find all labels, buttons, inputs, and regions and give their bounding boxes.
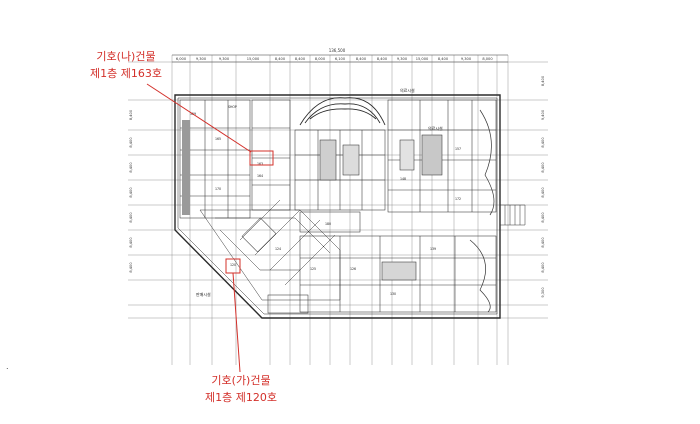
callout-building-ga: 기호(가)건물 제1층 제120호 <box>198 372 284 406</box>
callout-unit-label: 제1층 제120호 <box>205 391 277 404</box>
west-wing-rooms <box>179 99 291 219</box>
east-wing-rooms <box>387 99 497 216</box>
room-label: 172 <box>455 197 461 201</box>
callout-building-label: 기호(나)건물 <box>96 50 156 63</box>
left-dimension-labels: 8,400 8,400 8,400 8,400 8,400 8,400 8,400 <box>129 109 133 273</box>
dimension-label: 9,300 <box>541 287 545 298</box>
south-wing-rooms <box>267 235 497 314</box>
leader-line-bottom <box>232 272 241 373</box>
dimension-label: 8,400 <box>541 262 545 273</box>
dimension-label: 8,400 <box>356 57 367 61</box>
dimension-label: 9,300 <box>461 57 472 61</box>
dimension-label: 8,400 <box>129 212 133 223</box>
highlight-annotations <box>146 83 274 373</box>
dimension-label: 8,400 <box>541 212 545 223</box>
room-label: 의료시설 <box>400 87 415 93</box>
dimension-label: 8,400 <box>129 162 133 173</box>
room-label: 120 <box>230 263 236 267</box>
dimension-label: 9,300 <box>397 57 408 61</box>
building-outline <box>174 94 501 319</box>
room-label: 163 <box>257 162 263 166</box>
dimension-label: 15,000 <box>247 57 260 61</box>
top-dimension-labels: 6,000 9,300 9,300 15,000 8,400 8,400 8,000 6,10… <box>176 57 494 61</box>
dimension-label: 8,400 <box>129 137 133 148</box>
dimension-label: 9,300 <box>219 57 230 61</box>
central-atrium <box>199 199 341 301</box>
dimension-label: 8,400 <box>129 237 133 248</box>
dimension-label: 8,400 <box>129 262 133 273</box>
structural-grid <box>128 55 548 365</box>
leader-line-top <box>146 83 252 153</box>
dimension-label: 8,400 <box>438 57 449 61</box>
room-label: 126 <box>350 267 356 271</box>
dimension-label: 8,400 <box>541 237 545 248</box>
dimension-label: 8,000 <box>315 57 326 61</box>
room-label: 139 <box>430 247 436 251</box>
callout-building-label: 기호(가)건물 <box>211 374 271 387</box>
room-label: 164 <box>257 174 263 178</box>
dimension-label: 9,400 <box>541 109 545 120</box>
room-label: 125 <box>310 267 316 271</box>
callout-building-na: 기호(나)건물 제1층 제163호 <box>82 48 170 82</box>
room-label: 판매시설 <box>196 291 211 297</box>
dimension-label: 8,400 <box>129 187 133 198</box>
dimension-label: 8,000 <box>482 57 493 61</box>
dimension-label: 8,400 <box>275 57 286 61</box>
room-label: 130 <box>390 292 396 296</box>
room-labels: 159 163 164 165 170 120 124 125 126 130 … <box>190 87 461 297</box>
dimension-label: 8,400 <box>541 162 545 173</box>
room-label: 148 <box>400 177 406 181</box>
dimension-label: 8,400 <box>295 57 306 61</box>
room-label: SHOP <box>228 105 237 109</box>
dimension-label: 8,400 <box>541 75 545 86</box>
dimension-label: 8,400 <box>541 187 545 198</box>
room-label: 170 <box>215 187 221 191</box>
dimension-label: 15,000 <box>416 57 429 61</box>
dimension-label: 6,100 <box>335 57 346 61</box>
dimension-label: 8,400 <box>377 57 388 61</box>
central-core <box>294 129 386 233</box>
room-label: 165 <box>215 137 221 141</box>
room-label: 180 <box>325 222 331 226</box>
highlight-room-163 <box>249 150 274 166</box>
total-dimension-label: 136,500 <box>329 48 346 53</box>
page-marker: . <box>6 362 9 371</box>
dimension-label: 8,400 <box>129 109 133 120</box>
entrance-canopies <box>299 97 386 126</box>
callout-unit-label: 제1층 제163호 <box>90 67 162 80</box>
external-stair <box>500 204 526 226</box>
room-label: 124 <box>275 247 281 251</box>
room-label: 의료시설 <box>428 125 443 131</box>
dimension-label: 8,400 <box>541 137 545 148</box>
right-dimension-labels: 8,400 9,400 8,400 8,400 8,400 8,400 8,400 8,400… <box>541 75 545 298</box>
dimension-label: 6,000 <box>176 57 187 61</box>
room-label: 157 <box>455 147 461 151</box>
dimension-label: 9,300 <box>196 57 207 61</box>
